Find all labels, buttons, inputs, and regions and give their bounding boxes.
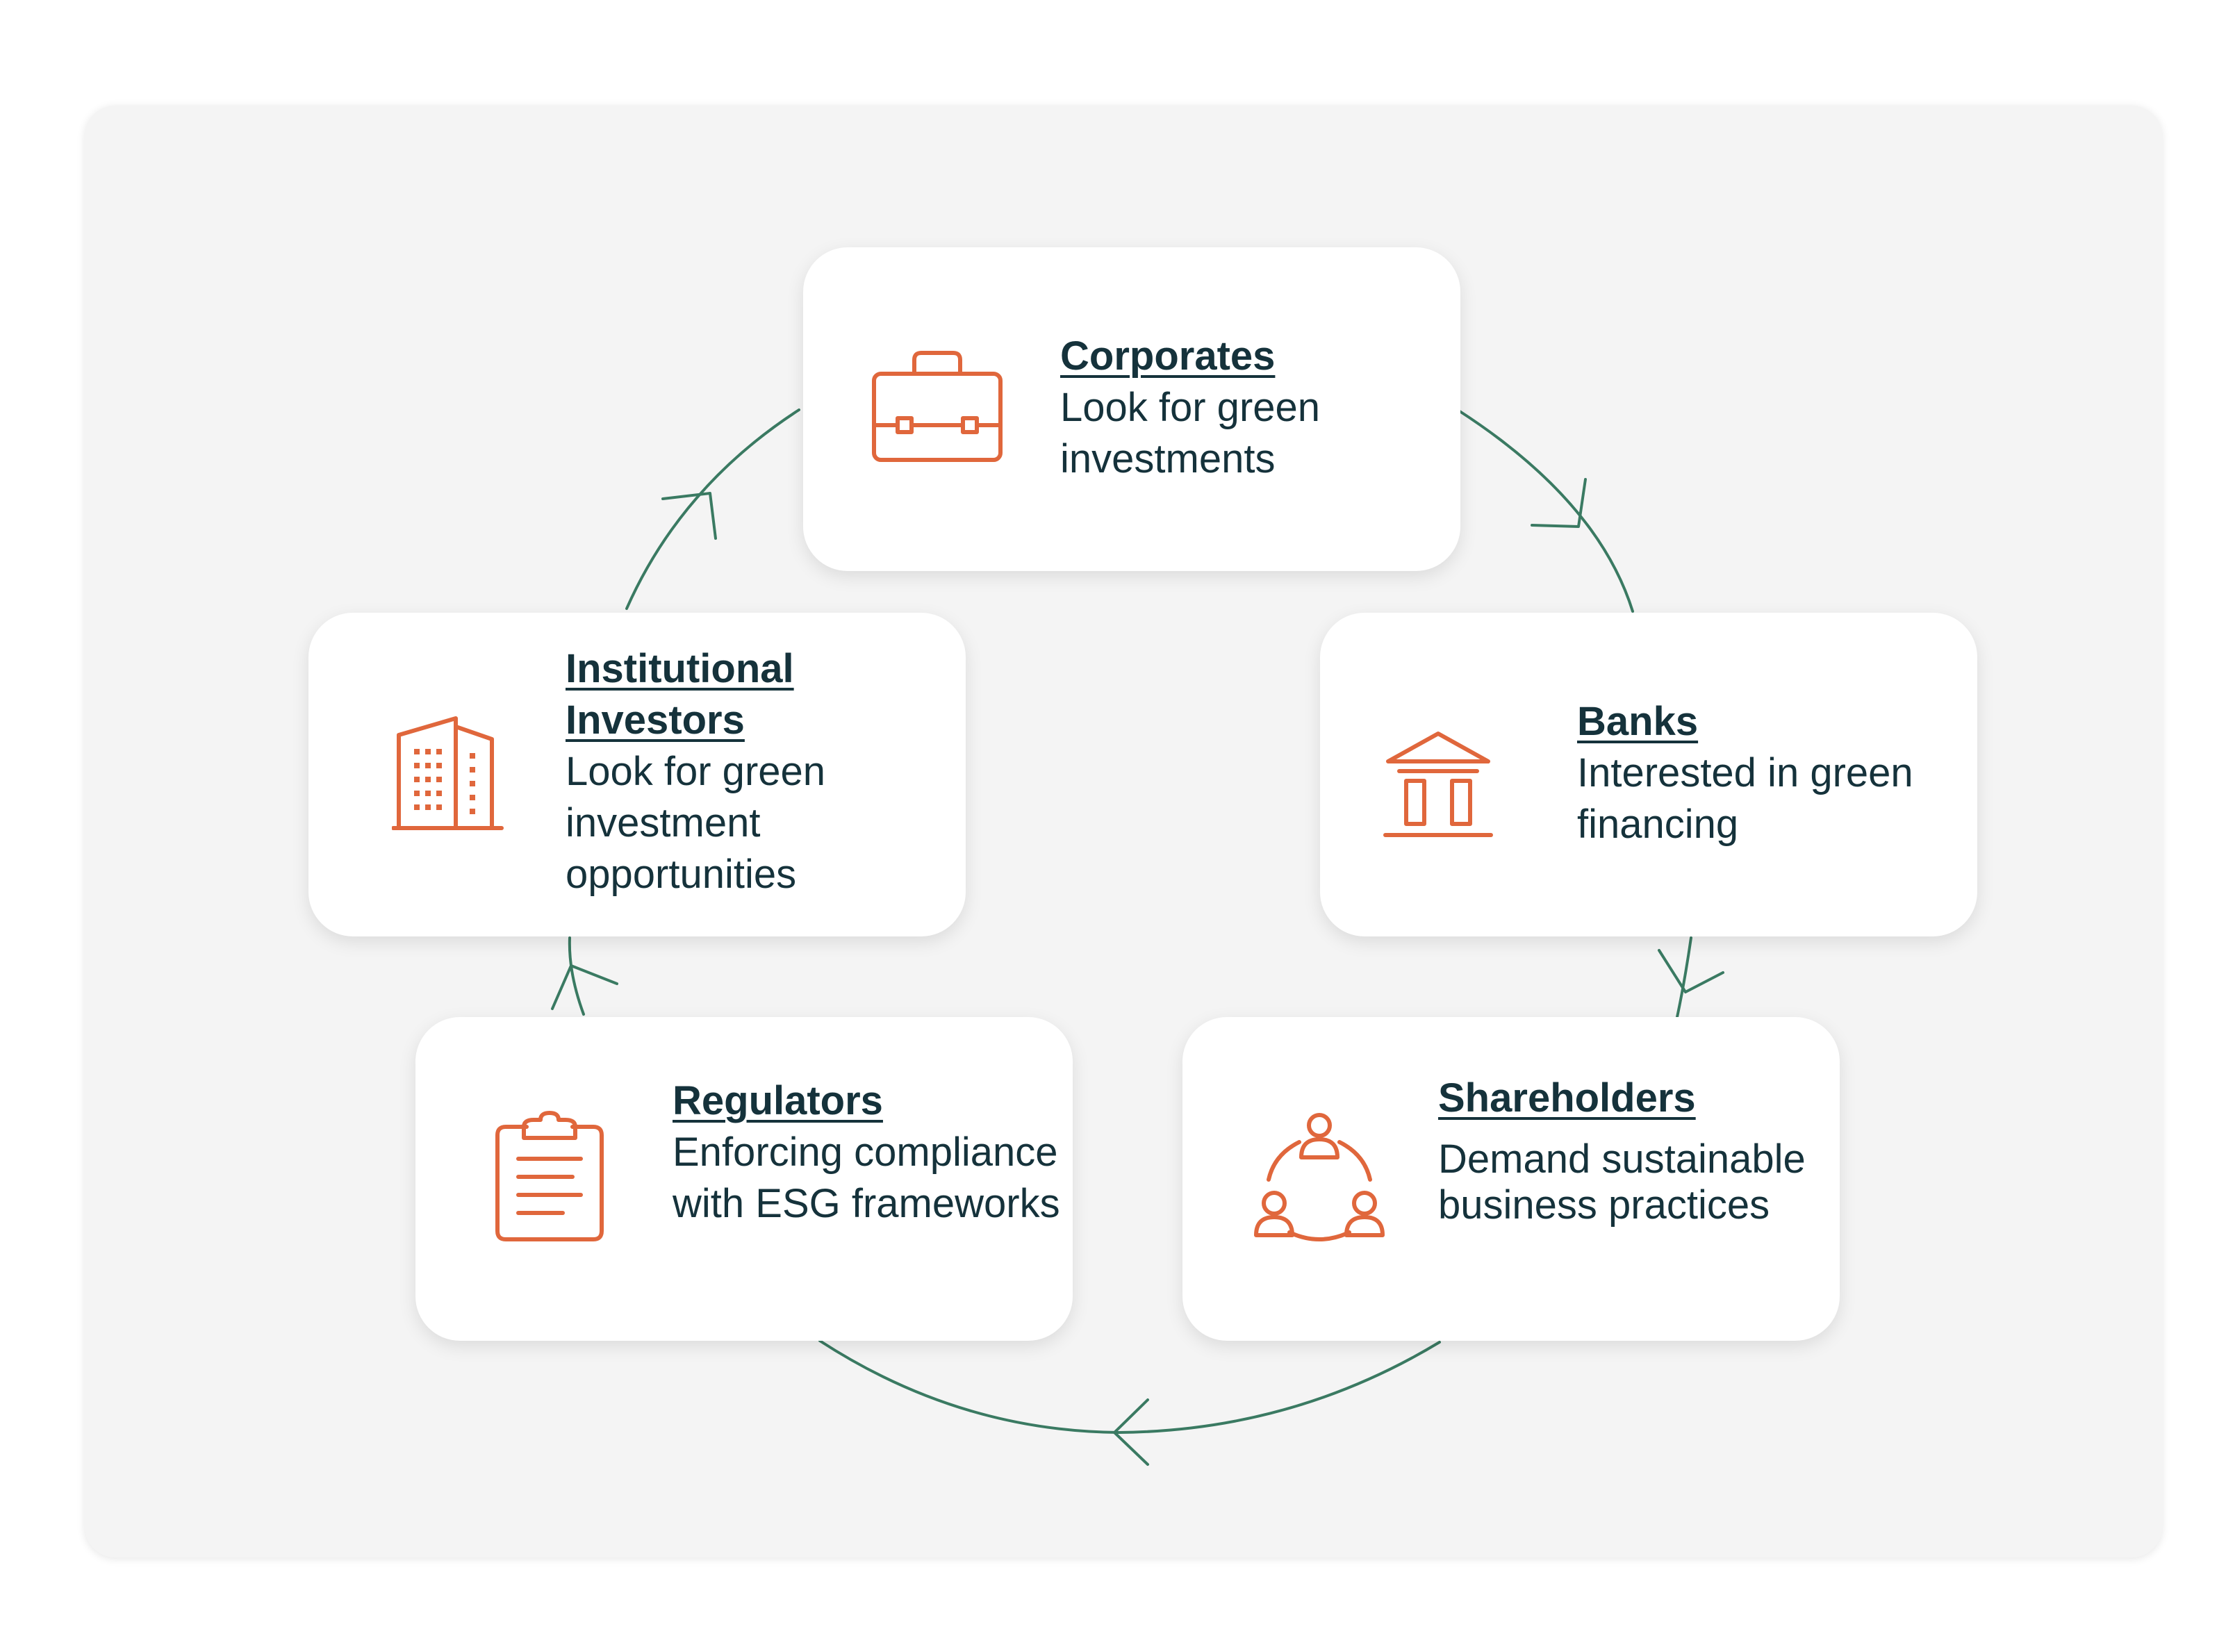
bank-icon [1383, 729, 1494, 841]
clipboard-icon [493, 1110, 606, 1244]
node-description: Look for green investments [1060, 385, 1321, 481]
arrowhead-regulators-to-institutional [551, 964, 618, 1010]
briefcase-icon [870, 349, 1005, 465]
node-title: Corporates [1060, 333, 1276, 379]
office-building-icon [392, 714, 504, 832]
node-description: Interested in green financing [1577, 750, 1913, 847]
arc-institutional-to-corporates [625, 408, 800, 610]
arc-shareholders-to-regulators [818, 1339, 1441, 1434]
node-description: Look for green investment opportunities [566, 749, 826, 897]
card-shareholders: Shareholders Demand sustainable business… [1182, 1017, 1840, 1341]
node-title: Shareholders [1438, 1075, 1696, 1121]
card-banks: Banks Interested in green financing [1320, 613, 1977, 936]
arc-corporates-to-banks [1456, 408, 1634, 613]
arc-regulators-to-institutional [568, 936, 585, 1016]
arrowhead-corporates-to-banks [1531, 478, 1587, 528]
node-description: Demand sustainable business practices [1438, 1137, 1806, 1228]
card-corporates: Corporates Look for green investments [803, 247, 1460, 571]
arrowhead-institutional-to-corporates [661, 492, 717, 540]
node-text: Shareholders Demand sustainable business… [1438, 1075, 1827, 1228]
node-text: Corporates Look for green investments [1060, 331, 1421, 485]
node-title: Institutional Investors [566, 646, 794, 743]
node-text: Regulators Enforcing compliance with ESG… [673, 1075, 1062, 1230]
arrowhead-shareholders-to-regulators [1113, 1398, 1149, 1466]
node-title: Regulators [673, 1078, 883, 1123]
node-text: Institutional Investors Look for green i… [566, 643, 857, 900]
arrowhead-banks-to-shareholders [1658, 949, 1724, 993]
network-people-icon [1253, 1110, 1385, 1242]
arc-banks-to-shareholders [1676, 936, 1692, 1018]
node-text: Banks Interested in green financing [1577, 696, 1966, 850]
node-title: Banks [1577, 699, 1699, 744]
node-description: Enforcing compliance with ESG frameworks [673, 1130, 1060, 1226]
card-institutional-investors: Institutional Investors Look for green i… [308, 613, 966, 936]
card-regulators: Regulators Enforcing compliance with ESG… [415, 1017, 1073, 1341]
